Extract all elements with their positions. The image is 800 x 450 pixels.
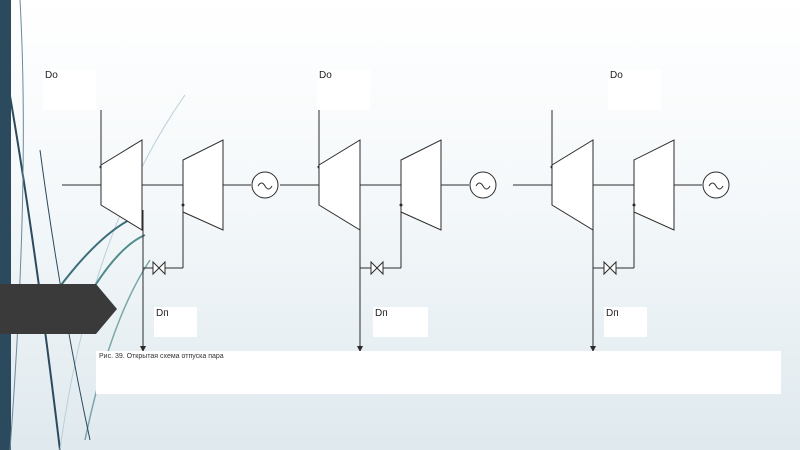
valve-icon <box>603 260 611 276</box>
generator-tilde-icon <box>702 171 730 199</box>
lp-turbine <box>400 139 442 231</box>
lp-turbine <box>633 139 675 231</box>
generator-tilde-icon <box>469 171 497 199</box>
left-accent-strip <box>0 0 11 450</box>
valve-icon <box>370 260 378 276</box>
hp-turbine <box>100 139 143 231</box>
extraction-label-1: Dп <box>154 307 197 337</box>
valve-icon <box>152 260 160 276</box>
inlet-label-3: Do <box>608 69 661 110</box>
extraction-label-2: Dп <box>373 307 428 337</box>
figure-caption: Рис. 39. Открытая схема отпуска пара <box>96 351 781 394</box>
arrow-tab <box>0 284 117 334</box>
turbine-unit-1 <box>62 110 279 352</box>
extraction-label-3: Dп <box>604 307 647 337</box>
inlet-label-2: Do <box>317 69 370 110</box>
hp-turbine <box>551 139 594 231</box>
hp-turbine <box>318 139 361 231</box>
lp-turbine <box>182 139 224 231</box>
turbine-unit-2 <box>280 110 497 352</box>
turbine-unit-3 <box>513 110 730 352</box>
generator-tilde-icon <box>251 171 279 199</box>
inlet-label-1: Do <box>43 69 96 110</box>
